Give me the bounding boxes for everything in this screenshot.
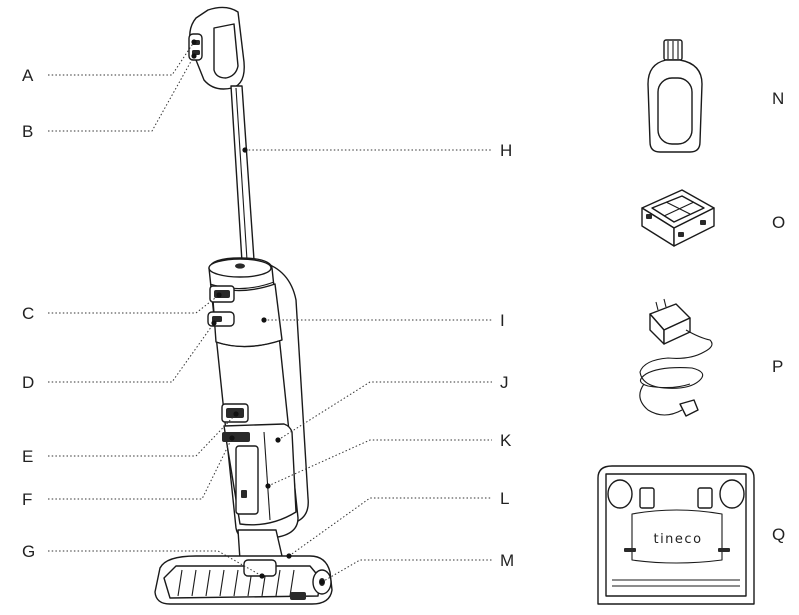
label-p: P (772, 357, 783, 376)
label-i: I (500, 311, 505, 330)
label-e: E (22, 447, 33, 466)
label-l: L (500, 489, 509, 508)
extension-tube (231, 86, 254, 262)
brand-logo: tineco (653, 532, 702, 547)
label-q: Q (772, 525, 785, 544)
handle (189, 7, 244, 89)
label-n: N (772, 89, 784, 108)
brush-head (155, 556, 332, 604)
label-j: J (500, 373, 509, 392)
label-k: K (500, 431, 512, 450)
filter-cartridge (642, 190, 714, 246)
power-adapter (640, 299, 712, 416)
label-g: G (22, 542, 35, 561)
cleaning-solution-bottle (648, 40, 702, 152)
label-c: C (22, 304, 34, 323)
label-f: F (22, 490, 32, 509)
label-d: D (22, 373, 34, 392)
label-m: M (500, 551, 514, 570)
storage-tray: tineco (598, 466, 754, 604)
floor-washer (155, 7, 332, 604)
label-h: H (500, 141, 512, 160)
label-o: O (772, 213, 785, 232)
label-a: A (22, 66, 34, 85)
label-b: B (22, 122, 33, 141)
